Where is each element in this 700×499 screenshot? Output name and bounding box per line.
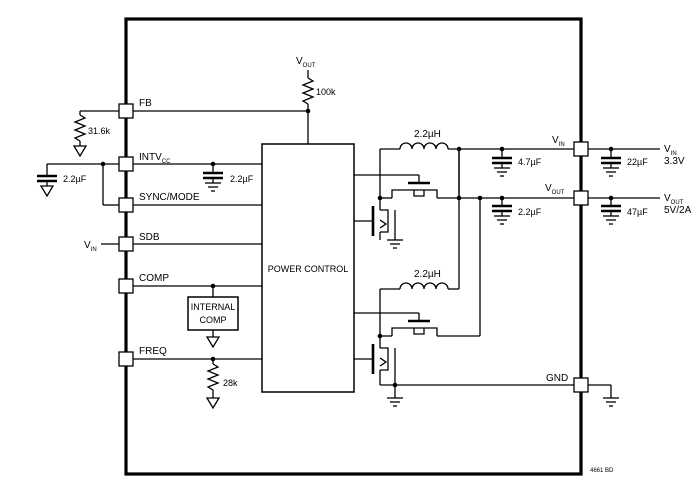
fb-resistor-value: 31.6k [88,126,111,136]
top-pmos [413,190,425,197]
pin-sdb [118,236,134,252]
pin-gnd [573,377,589,393]
power-control-label: POWER CONTROL [268,264,349,274]
bottom-inductor-value: 2.2µH [414,269,441,280]
freq-ground-icon [205,397,221,410]
freq-resistor-value: 28k [223,378,238,388]
top-inductor [399,142,449,150]
pin-intvcc-label: INTVCC [139,152,171,165]
vout-ext-cap-value: 47µF [627,207,648,217]
pin-sdb-label: SDB [139,232,160,243]
bottom-pmos [413,328,425,335]
pin-sync-mode-label: SYNC/MODE [139,192,200,203]
internal-comp-ground-icon [205,336,221,349]
top-resistor [301,77,315,105]
top-supply-label: VOUT [296,56,316,69]
pin-comp-label: COMP [139,273,169,284]
pin-vout-label: VOUT [545,183,565,196]
ext-vin-label: VIN [664,144,677,157]
pin-sync-mode [118,197,134,213]
vout-int-cap-value: 2.2µF [518,207,542,217]
intvcc-ext-cap-value: 2.2µF [63,174,87,184]
freq-resistor [206,363,220,391]
ext-vout-value: 5V/2A [664,205,692,216]
pin-vout [573,190,589,206]
figure-id: 4661 BD [590,468,614,474]
pin-intvcc [118,156,134,172]
ext-vin-value: 3.3V [664,156,685,167]
pin-vin [573,141,589,157]
fb-resistor [73,114,87,142]
bottom-inductor [399,282,449,290]
pin-vin-label: VIN [552,135,565,148]
fb-ground-icon [72,145,88,158]
sdb-vin-label: VIN [84,240,97,253]
pin-fb-label: FB [139,98,152,109]
pin-freq-label: FREQ [139,346,167,357]
top-inductor-value: 2.2µH [414,129,441,140]
top-resistor-value: 100k [316,87,336,97]
internal-comp-label-2: COMP [200,315,227,325]
intvcc-ext-ground-icon [39,185,55,198]
intvcc-int-cap-value: 2.2µF [230,174,254,184]
pin-gnd-label: GND [546,373,568,384]
pin-comp [118,278,134,294]
internal-comp-label-1: INTERNAL [191,302,236,312]
ext-vout-label: VOUT [664,193,684,206]
vin-ext-cap-value: 22µF [627,157,648,167]
pin-fb [118,103,134,119]
pin-freq [118,351,134,367]
vin-int-cap-value: 4.7µF [518,157,542,167]
